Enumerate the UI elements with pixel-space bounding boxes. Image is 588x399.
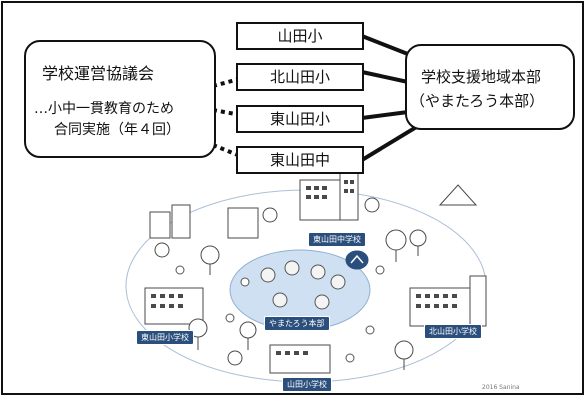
- label-kitayamada-es: 北山田小学校: [424, 324, 482, 339]
- link-support-kitayamada: [361, 70, 409, 84]
- council-note-line2: 合同実施（年４回）: [54, 122, 180, 138]
- school-box-higashiyamada-es: 東山田小: [236, 105, 364, 133]
- council-title: 学校運営協議会: [42, 64, 155, 83]
- label-yamada-es: 山田小学校: [282, 377, 332, 392]
- council-note-line1: …小中一貫教育のため: [34, 101, 174, 117]
- town-illustration: [125, 171, 487, 383]
- support-hq-box: 学校支援地域本部 （やまたろう本部）: [405, 44, 575, 130]
- school-label-kitayamada: 北山田小: [269, 68, 330, 86]
- school-box-yamada: 山田小: [236, 22, 364, 50]
- school-label-higashiyamada-es: 東山田小: [269, 110, 330, 128]
- link-support-higashiyamada-es: [361, 110, 409, 120]
- council-box: 学校運営協議会 …小中一貫教育のため 合同実施（年４回）: [24, 40, 216, 158]
- diagram-frame: [1, 1, 584, 395]
- label-higashiyamada-es: 東山田小学校: [136, 330, 194, 345]
- school-label-higashiyamada-jhs: 東山田中: [269, 151, 330, 169]
- school-box-kitayamada: 北山田小: [236, 63, 364, 91]
- school-label-yamada: 山田小: [277, 27, 323, 45]
- school-box-higashiyamada-jhs: 東山田中: [236, 146, 364, 174]
- link-support-higashiyamada-jhs: [360, 124, 420, 162]
- label-yamataro-hq: やまたろう本部: [264, 316, 330, 331]
- illustration-credit: 2016 Sanina: [482, 384, 520, 391]
- support-hq-line1: 学校支援地域本部: [421, 68, 542, 86]
- label-higashiyamada-jhs: 東山田中学校: [308, 232, 366, 247]
- support-hq-line2: （やまたろう本部）: [410, 92, 545, 110]
